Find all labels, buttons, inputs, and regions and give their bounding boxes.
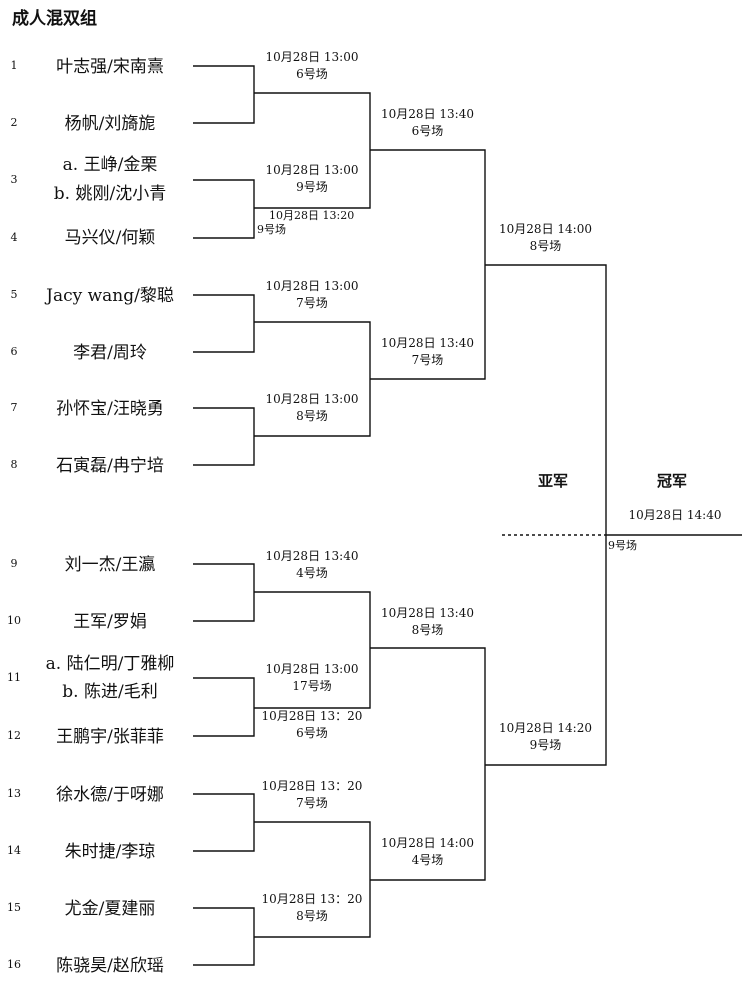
player-name: 尤金/夏建丽 [64, 899, 156, 919]
bracket-line [193, 563, 255, 622]
seed-number: 16 [7, 958, 21, 971]
seed-number: 2 [10, 116, 18, 129]
player-name: 石寅磊/冉宁培 [56, 456, 164, 476]
player-name: 李君/周玲 [73, 343, 147, 363]
page-title: 成人混双组 [12, 9, 97, 29]
seed-number: 8 [10, 458, 18, 471]
seed-number: 3 [10, 173, 18, 186]
seed-number: 4 [10, 231, 18, 244]
player-name: 叶志强/宋南熹 [56, 57, 164, 77]
bracket-line [193, 407, 255, 466]
seed-number: 7 [10, 401, 18, 414]
seed-number: 14 [7, 844, 21, 857]
seed-number: 1 [10, 59, 18, 72]
bracket-line [193, 677, 255, 737]
bracket-line [485, 264, 607, 766]
player-name: 王鹏宇/张菲菲 [56, 727, 164, 747]
player-name: b. 陈进/毛利 [62, 682, 158, 702]
player-name: a. 陆仁明/丁雅柳 [45, 654, 175, 674]
seed-number: 15 [7, 901, 21, 914]
seed-number: 13 [7, 787, 21, 800]
seed-number: 11 [7, 671, 21, 684]
player-name: 孙怀宝/汪晓勇 [56, 399, 164, 419]
bracket-line [254, 591, 371, 709]
player-name: 刘一杰/王瀛 [64, 555, 156, 575]
seed-number: 12 [7, 729, 21, 742]
bracket-line [193, 907, 255, 966]
player-name: 朱时捷/李琼 [64, 842, 156, 862]
seed-number: 9 [10, 557, 18, 570]
bracket-line [193, 793, 255, 852]
player-name: 杨帆/刘旖旎 [64, 114, 156, 134]
player-name: 王军/罗娟 [73, 612, 147, 632]
player-name: 徐水德/于呀娜 [56, 785, 164, 805]
bracket-line [370, 647, 486, 881]
runner-up-label: 亚军 [538, 472, 569, 490]
bracket-line [193, 65, 255, 124]
player-name: 马兴仪/何颖 [64, 228, 156, 248]
player-name: 陈骁昊/赵欣瑶 [56, 956, 164, 976]
bracket-line [193, 294, 255, 353]
player-name: a. 王峥/金栗 [62, 155, 158, 175]
seed-number: 6 [10, 345, 18, 358]
champion-label: 冠军 [657, 472, 688, 490]
final-time: 10月28日 14:40 [628, 508, 722, 522]
player-name: b. 姚刚/沈小青 [53, 184, 167, 204]
final-court: 9号场 [608, 539, 637, 552]
seed-number: 5 [10, 288, 18, 301]
seed-number: 10 [7, 614, 21, 627]
bracket-line [193, 179, 255, 239]
player-name: Jacy wang/黎聪 [46, 286, 174, 306]
